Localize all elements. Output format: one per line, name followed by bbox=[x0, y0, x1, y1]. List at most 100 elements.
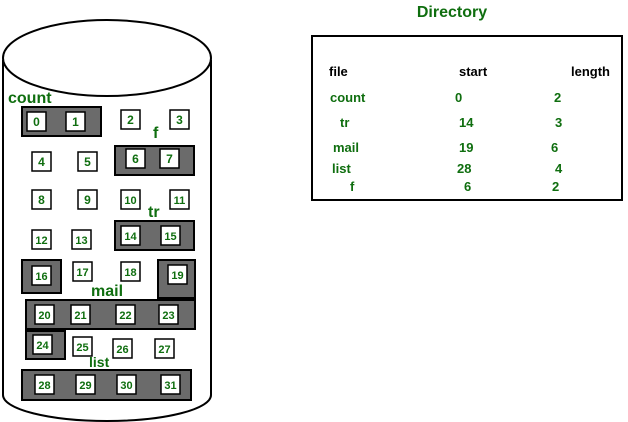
directory-table-border bbox=[311, 35, 623, 201]
disk-block-number: 13 bbox=[75, 235, 87, 247]
row-start: 14 bbox=[459, 115, 474, 130]
disk-block-number: 19 bbox=[171, 270, 183, 282]
disk-block: 9 bbox=[77, 189, 98, 210]
disk-label-count: count bbox=[8, 90, 52, 107]
disk-block-box bbox=[159, 148, 180, 169]
disk-block-box bbox=[169, 189, 190, 210]
disk-block-number: 7 bbox=[166, 152, 173, 166]
disk-block-number: 16 bbox=[35, 271, 47, 283]
disk-block-number: 23 bbox=[162, 310, 174, 322]
disk-block: 14 bbox=[120, 225, 141, 246]
disk-block-box bbox=[75, 374, 96, 395]
directory-header: file start length bbox=[329, 64, 610, 79]
disk-block-box bbox=[158, 304, 179, 325]
disk-label-f: f bbox=[153, 125, 159, 142]
disk-block: 22 bbox=[115, 304, 136, 325]
disk-block-box bbox=[31, 265, 52, 286]
disk-block: 8 bbox=[31, 189, 52, 210]
disk-block: 30 bbox=[116, 374, 137, 395]
disk-block: 26 bbox=[112, 338, 133, 359]
row-file: count bbox=[330, 90, 366, 105]
disk-block-number: 1 bbox=[72, 115, 79, 129]
disk-block-number: 31 bbox=[164, 380, 176, 392]
disk-block: 17 bbox=[72, 261, 93, 282]
disk-block: 7 bbox=[159, 148, 180, 169]
disk-block-box bbox=[112, 338, 133, 359]
disk-block-number: 29 bbox=[79, 380, 91, 392]
disk-block-box bbox=[65, 111, 86, 132]
disk-block: 6 bbox=[125, 148, 146, 169]
row-length: 2 bbox=[554, 90, 561, 105]
disk-block-box bbox=[26, 111, 47, 132]
disk-block-box bbox=[169, 109, 190, 130]
disk-block: 2 bbox=[120, 109, 141, 130]
disk-block-number: 11 bbox=[174, 195, 186, 207]
disk-block-number: 30 bbox=[120, 380, 132, 392]
disk-block-number: 4 bbox=[38, 155, 45, 169]
disk-block-number: 2 bbox=[127, 113, 134, 127]
disk-block: 29 bbox=[75, 374, 96, 395]
row-length: 6 bbox=[551, 140, 558, 155]
disk-block-number: 20 bbox=[38, 310, 50, 322]
disk-block-number: 10 bbox=[124, 195, 136, 207]
directory-row: mail 19 6 bbox=[333, 140, 558, 155]
disk-block-box bbox=[167, 264, 188, 285]
disk-block-box bbox=[160, 225, 181, 246]
disk-label-tr: tr bbox=[148, 204, 160, 221]
row-start: 6 bbox=[464, 179, 471, 194]
directory-row: list 28 4 bbox=[332, 161, 563, 176]
disk-block-number: 12 bbox=[35, 235, 47, 247]
disk-block-box bbox=[160, 374, 181, 395]
disk-block-box bbox=[72, 336, 93, 357]
row-start: 28 bbox=[457, 161, 471, 176]
disk-block-box bbox=[120, 189, 141, 210]
disk-block-number: 17 bbox=[76, 267, 88, 279]
disk-block: 13 bbox=[71, 229, 92, 250]
row-file: tr bbox=[340, 115, 349, 130]
disk-block-number: 15 bbox=[164, 231, 176, 243]
disk-block: 0 bbox=[26, 111, 47, 132]
directory-row: count 0 2 bbox=[330, 90, 561, 105]
disk-block-number: 5 bbox=[84, 155, 91, 169]
disk-block-box bbox=[32, 334, 53, 355]
disk-block-number: 27 bbox=[158, 344, 170, 356]
disk-block: 4 bbox=[31, 151, 52, 172]
disk-block-number: 6 bbox=[132, 152, 139, 166]
disk-block-number: 9 bbox=[84, 193, 91, 207]
header-file: file bbox=[329, 64, 348, 79]
directory-title: Directory bbox=[417, 4, 487, 21]
disk-block-box bbox=[70, 304, 91, 325]
disk-block: 25 bbox=[72, 336, 93, 357]
directory-rows: count 0 2 tr 14 3 mail 19 6 list 28 4 f … bbox=[330, 90, 563, 194]
disk-block: 3 bbox=[169, 109, 190, 130]
disk-block-number: 25 bbox=[76, 342, 88, 354]
disk-label-mail: mail bbox=[91, 283, 123, 300]
disk-block-box bbox=[115, 304, 136, 325]
disk-block-number: 24 bbox=[36, 340, 49, 352]
disk-block-box bbox=[34, 374, 55, 395]
disk-block-number: 0 bbox=[33, 115, 40, 129]
directory-row: f 6 2 bbox=[350, 179, 559, 194]
disk-block-box bbox=[125, 148, 146, 169]
disk-block-number: 14 bbox=[124, 231, 137, 243]
disk-block: 15 bbox=[160, 225, 181, 246]
row-start: 19 bbox=[459, 140, 473, 155]
row-file: list bbox=[332, 161, 351, 176]
disk-block: 11 bbox=[169, 189, 190, 210]
header-length: length bbox=[571, 64, 610, 79]
disk-block: 19 bbox=[167, 264, 188, 285]
header-start: start bbox=[459, 64, 488, 79]
disk-block-box bbox=[154, 338, 175, 359]
disk-block-box bbox=[71, 229, 92, 250]
disk-block: 21 bbox=[70, 304, 91, 325]
row-start: 0 bbox=[455, 90, 462, 105]
row-file: mail bbox=[333, 140, 359, 155]
disk-block: 24 bbox=[32, 334, 53, 355]
disk-block-box bbox=[34, 304, 55, 325]
disk-block: 1 bbox=[65, 111, 86, 132]
disk-block-number: 21 bbox=[74, 310, 86, 322]
disk-block-box bbox=[72, 261, 93, 282]
disk-label-list: list bbox=[89, 354, 110, 370]
disk-block-box bbox=[120, 109, 141, 130]
disk-block-box bbox=[77, 189, 98, 210]
